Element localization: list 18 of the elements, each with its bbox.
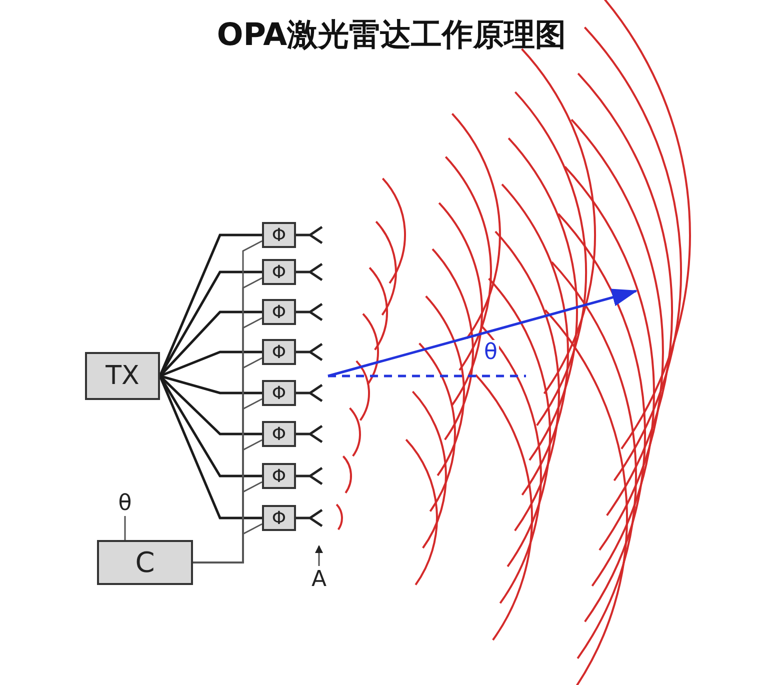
diagram-title: OPA激光雷达工作原理图: [216, 16, 566, 55]
phase-shifter-box: Φ: [262, 421, 296, 447]
phase-shifter-box: Φ: [262, 259, 296, 285]
controller-box: C: [97, 540, 193, 585]
phase-shifter-box: Φ: [262, 339, 296, 365]
phase-shifter-box: Φ: [262, 505, 296, 531]
phase-shifter-box: Φ: [262, 222, 296, 248]
phase-shifter-box: Φ: [262, 463, 296, 489]
transmitter-box: TX: [85, 352, 160, 400]
phase-shifter-box: Φ: [262, 299, 296, 325]
connector-line: [160, 350, 262, 378]
connector-line: [160, 374, 262, 394]
arrow: [315, 545, 323, 566]
node-label: θ: [113, 490, 137, 516]
node-label: A: [308, 566, 330, 592]
phase-shifter-box: Φ: [262, 380, 296, 406]
connector-line: [193, 523, 262, 564]
connector-line: [124, 516, 126, 540]
